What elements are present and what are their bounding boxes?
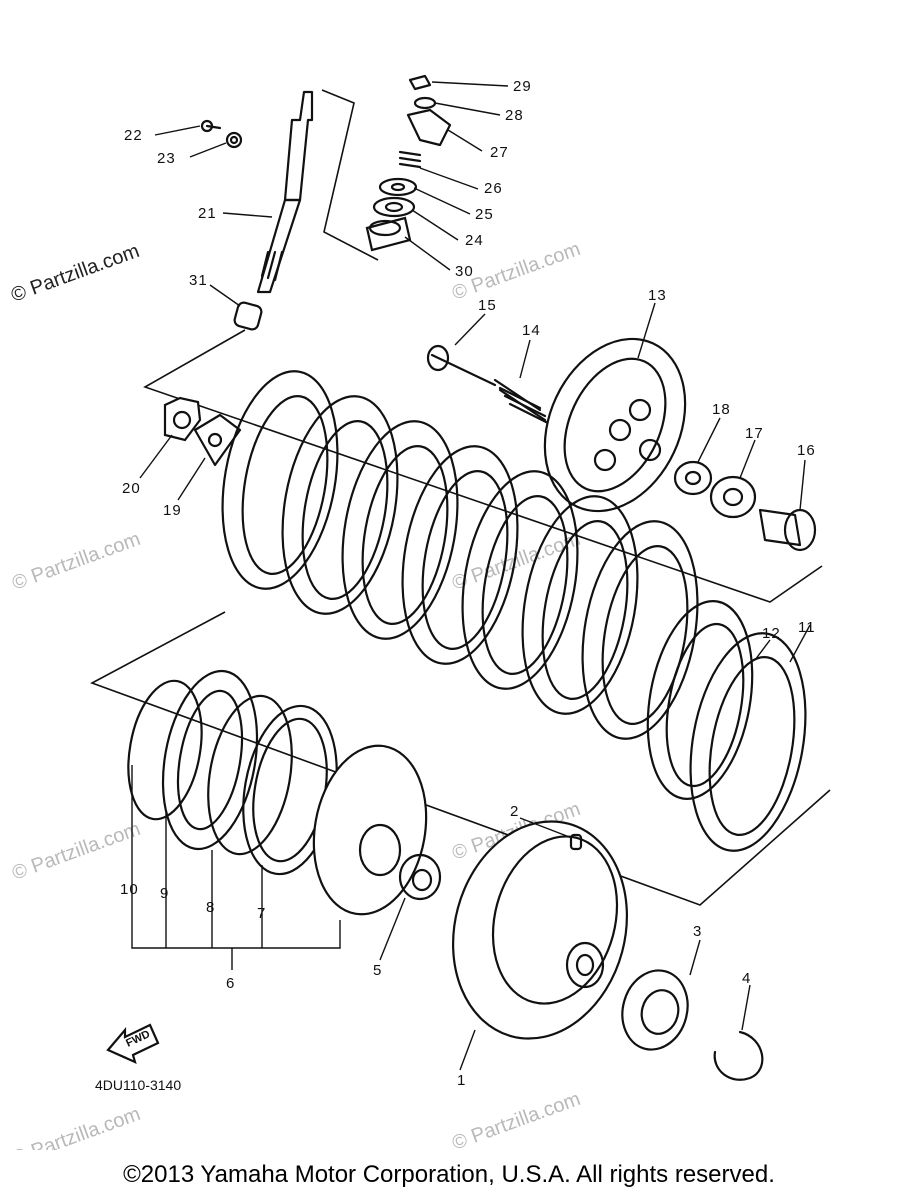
- callout-8: 8: [206, 899, 215, 916]
- callout-20: 20: [122, 480, 141, 497]
- watermark-text: © Partzilla.com: [9, 818, 143, 885]
- callout-6: 6: [226, 975, 235, 992]
- callout-4: 4: [742, 970, 751, 987]
- callout-1: 1: [457, 1072, 466, 1089]
- clutch-housing-assembly: [452, 820, 764, 1081]
- callout-31: 31: [189, 272, 208, 289]
- callout-14: 14: [522, 322, 541, 339]
- callout-15: 15: [478, 297, 497, 314]
- callout-17: 17: [745, 425, 764, 442]
- callout-11: 11: [798, 619, 816, 636]
- callout-10: 10: [120, 881, 139, 898]
- callout-25: 25: [475, 206, 494, 223]
- push-rod-assembly: [200, 74, 452, 331]
- clutch-boss-assembly: [127, 669, 442, 916]
- watermark-text: © Partzilla.com: [9, 1103, 143, 1150]
- watermark-text: © Partzilla.com: [8, 240, 142, 307]
- callout-22: 22: [124, 127, 143, 144]
- callout-26: 26: [484, 180, 503, 197]
- callout-labels: 1 2 3 4 5 6 7 8 9 10 11 12 13 14 15 16 1…: [120, 78, 816, 1089]
- callout-21: 21: [198, 205, 217, 222]
- copyright-notice: ©2013 Yamaha Motor Corporation, U.S.A. A…: [123, 1161, 775, 1188]
- callout-9: 9: [160, 885, 169, 902]
- watermark-text: © Partzilla.com: [449, 1088, 583, 1150]
- callout-13: 13: [648, 287, 667, 304]
- callout-23: 23: [157, 150, 176, 167]
- diagram-code: 4DU110-3140: [95, 1077, 181, 1093]
- callout-16: 16: [797, 442, 816, 459]
- clutch-plate-stack: [221, 370, 807, 852]
- callout-7: 7: [257, 905, 266, 922]
- forward-arrow-icon: FWD: [106, 1023, 160, 1064]
- callout-5: 5: [373, 962, 382, 979]
- leader-lines: [131, 81, 811, 1071]
- callout-29: 29: [513, 78, 532, 95]
- callout-27: 27: [490, 144, 509, 161]
- watermark-text: © Partzilla.com: [9, 528, 143, 595]
- callout-3: 3: [693, 923, 702, 940]
- callout-2: 2: [510, 803, 519, 820]
- callout-19: 19: [163, 502, 182, 519]
- callout-12: 12: [762, 625, 781, 642]
- clutch-exploded-diagram: © Partzilla.com © Partzilla.com © Partzi…: [8, 74, 831, 1150]
- callout-18: 18: [712, 401, 731, 418]
- callout-24: 24: [465, 232, 484, 249]
- callout-28: 28: [505, 107, 524, 124]
- callout-30: 30: [455, 263, 474, 280]
- pressure-plate-assembly: [163, 337, 817, 552]
